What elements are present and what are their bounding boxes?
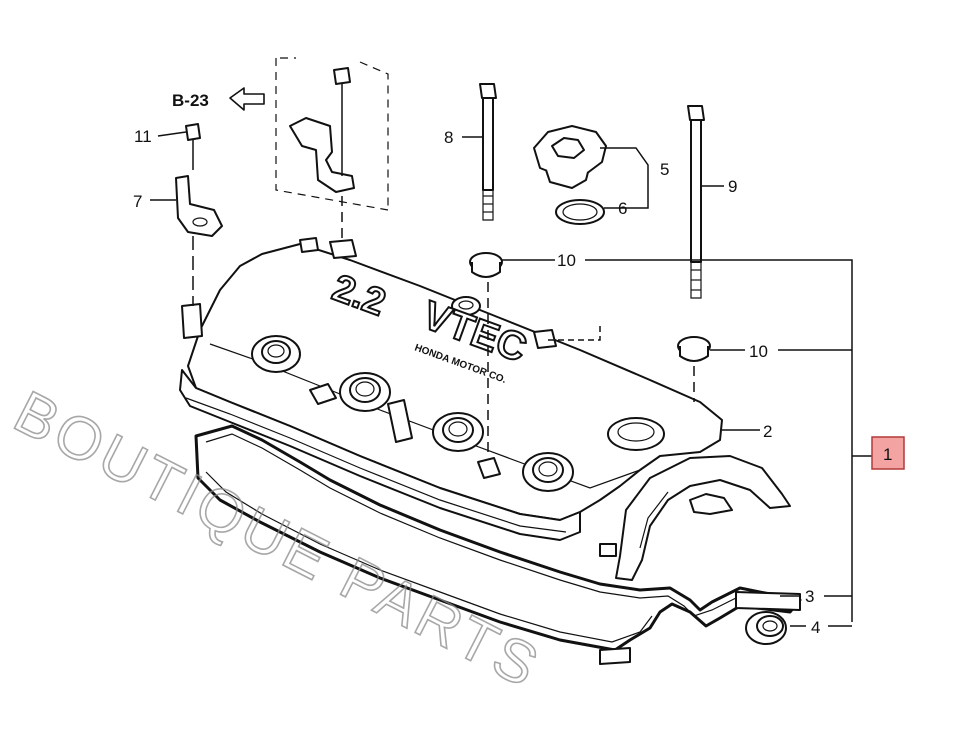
spark-plug-well-3	[432, 412, 484, 452]
callout-7: 7	[133, 192, 142, 211]
callout-10-lower: 10	[749, 342, 768, 361]
callout-10-upper: 10	[557, 251, 576, 270]
callout-4: 4	[811, 618, 820, 637]
callout-3: 3	[805, 587, 814, 606]
spark-plug-well-2	[339, 372, 391, 412]
callout-9: 9	[728, 177, 737, 196]
bolt-9	[687, 105, 705, 299]
oil-seal	[745, 611, 787, 645]
callout-11: 11	[134, 127, 152, 146]
spark-plug-well-1	[251, 335, 301, 373]
cylinder-head-cover	[179, 237, 791, 581]
callout-5: 5	[660, 160, 669, 179]
spark-plug-well-4	[522, 452, 574, 492]
leader-lines	[150, 131, 872, 627]
bolt-8	[479, 83, 497, 221]
bolt-11	[185, 123, 201, 170]
callout-1: 1	[883, 445, 892, 464]
callout-2: 2	[763, 422, 772, 441]
reference-label: B-23	[172, 91, 209, 110]
callout-1-highlight	[871, 436, 905, 470]
filler-cap-gasket	[555, 199, 605, 225]
reference-arrow-icon	[229, 87, 265, 111]
oil-filler-cap	[533, 125, 607, 189]
bracket-part	[175, 175, 223, 306]
reference-b23: B-23	[172, 87, 265, 111]
valve-cover-gasket	[194, 424, 802, 665]
callout-6: 6	[618, 199, 627, 218]
grommet-10-lower	[677, 336, 711, 402]
harness-bracket-assembly	[275, 57, 389, 238]
callout-8: 8	[444, 128, 453, 147]
callouts: 1 2 3 4 5 6 7 8 9 10 10 11	[133, 127, 905, 637]
grommet-10-upper	[469, 252, 503, 458]
